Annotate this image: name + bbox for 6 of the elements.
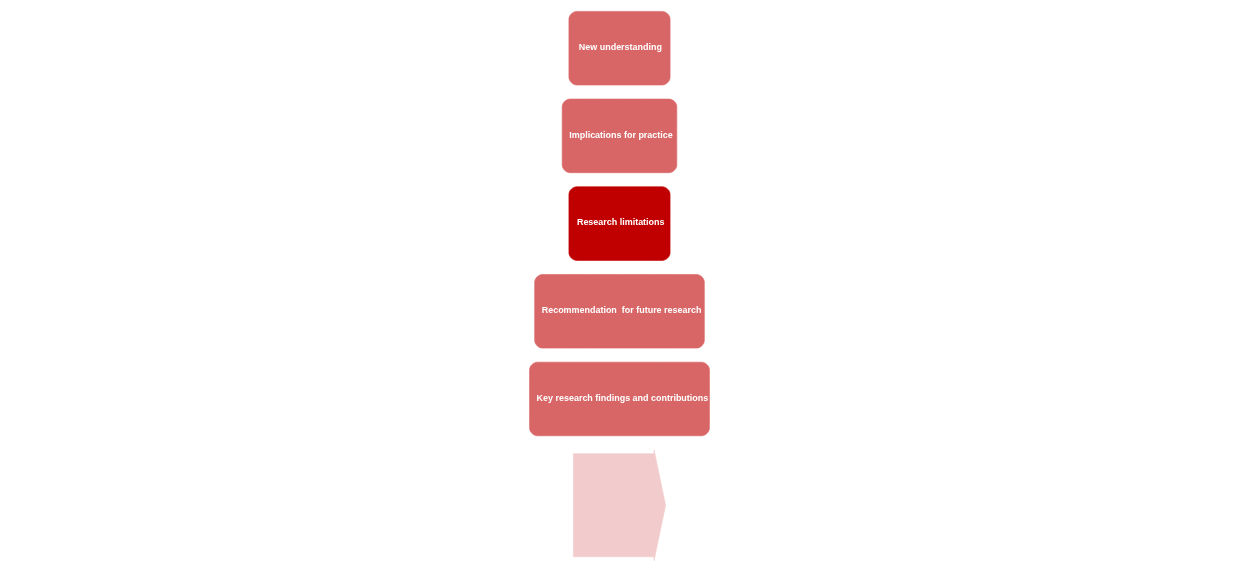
node-box: Implications for practice [561,98,677,173]
node-box: Research limitations [568,186,670,261]
node-box: Key research findings and contributions [528,361,710,437]
node-box: Recommendation for future research [533,274,705,349]
node-arrow [572,449,666,561]
node-box: New understanding [568,11,670,86]
